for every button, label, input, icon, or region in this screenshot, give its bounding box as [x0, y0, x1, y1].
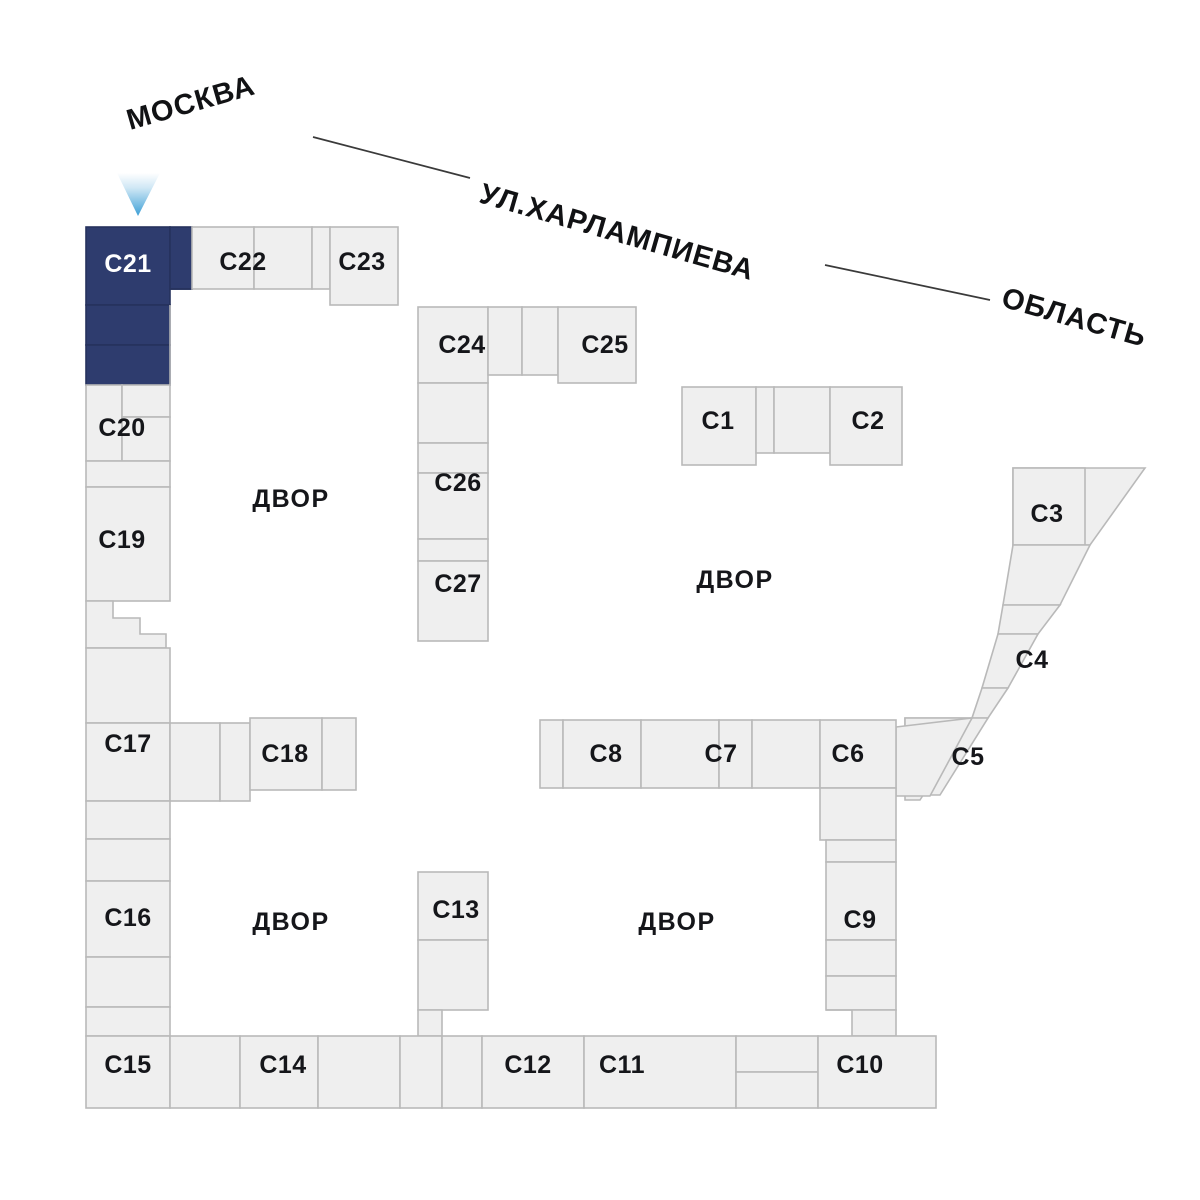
building-C21[interactable]: C21 — [85, 226, 193, 386]
building-C4-upper[interactable] — [1002, 544, 1092, 606]
building-C14[interactable]: C14 — [239, 1035, 401, 1109]
leader-line-moskva — [312, 136, 471, 179]
building-C20[interactable]: C20 — [85, 384, 171, 488]
leader-line-oblast — [824, 264, 991, 301]
building-label-C17: C17 — [104, 730, 151, 758]
building-C3[interactable]: C3 — [1012, 467, 1147, 546]
building-label-C2: C2 — [852, 407, 885, 435]
street-label-moskva: МОСКВА — [123, 70, 259, 137]
building-label-C3: C3 — [1031, 500, 1064, 528]
building-label-C8: C8 — [590, 740, 623, 768]
building-label-C4: C4 — [1016, 646, 1049, 674]
yard-label-ne: ДВОР — [696, 566, 773, 594]
building-label-C15: C15 — [104, 1051, 151, 1079]
building-label-C9: C9 — [844, 906, 877, 934]
building-C11[interactable]: C11 — [583, 1035, 819, 1109]
building-C27[interactable]: C27 — [417, 538, 489, 642]
yard-label-sw: ДВОР — [252, 908, 329, 936]
building-label-C22: C22 — [219, 248, 266, 276]
building-label-C16: C16 — [104, 904, 151, 932]
building-C22[interactable]: C22 — [191, 226, 313, 290]
building-C15[interactable]: C15 — [85, 1035, 241, 1109]
building-C2[interactable]: C2 — [773, 386, 903, 466]
selected-building-marker-icon[interactable] — [117, 173, 160, 216]
building-label-C14: C14 — [259, 1051, 306, 1079]
building-label-C18: C18 — [261, 740, 308, 768]
building-C6[interactable]: C6 — [751, 719, 897, 841]
building-C8[interactable]: C8 — [539, 719, 642, 789]
building-C9[interactable]: C9 — [825, 839, 897, 1037]
building-label-C5: C5 — [952, 743, 985, 771]
building-label-C19: C19 — [98, 526, 145, 554]
building-label-C20: C20 — [98, 414, 145, 442]
street-label-harlampieva: УЛ.ХАРЛАМПИЕВА — [476, 178, 758, 287]
building-C5[interactable]: C5 — [895, 717, 990, 801]
building-label-C27: C27 — [434, 570, 481, 598]
building-C7[interactable]: C7 — [640, 719, 753, 789]
street-label-oblast: ОБЛАСТЬ — [998, 282, 1150, 354]
building-C12[interactable]: C12 — [399, 1035, 585, 1109]
building-C23[interactable]: C23 — [311, 226, 399, 306]
building-C25[interactable]: C25 — [521, 306, 637, 384]
building-label-C26: C26 — [434, 469, 481, 497]
building-C17[interactable]: C17 — [85, 647, 251, 802]
building-C4[interactable]: C4 — [970, 604, 1062, 719]
building-label-C24: C24 — [438, 331, 485, 359]
building-C16[interactable]: C16 — [85, 800, 171, 1037]
building-label-C6: C6 — [832, 740, 865, 768]
building-C10[interactable]: C10 — [817, 1035, 937, 1109]
building-label-C12: C12 — [504, 1051, 551, 1079]
building-label-C11: C11 — [599, 1051, 645, 1079]
building-C26[interactable]: C26 — [417, 382, 489, 540]
building-label-C7: C7 — [705, 740, 738, 768]
building-label-C21: C21 — [104, 250, 151, 278]
building-label-C13: C13 — [432, 896, 479, 924]
building-C13[interactable]: C13 — [417, 871, 489, 1037]
building-C19[interactable]: C19 — [85, 486, 171, 649]
building-label-C10: C10 — [836, 1051, 883, 1079]
yard-label-nw: ДВОР — [252, 485, 329, 513]
yard-label-se: ДВОР — [638, 908, 715, 936]
building-C1[interactable]: C1 — [681, 386, 775, 466]
building-label-C23: C23 — [338, 248, 385, 276]
building-label-C1: C1 — [702, 407, 735, 435]
building-C18[interactable]: C18 — [249, 717, 357, 791]
building-label-C25: C25 — [581, 331, 628, 359]
building-C24[interactable]: C24 — [417, 306, 523, 384]
